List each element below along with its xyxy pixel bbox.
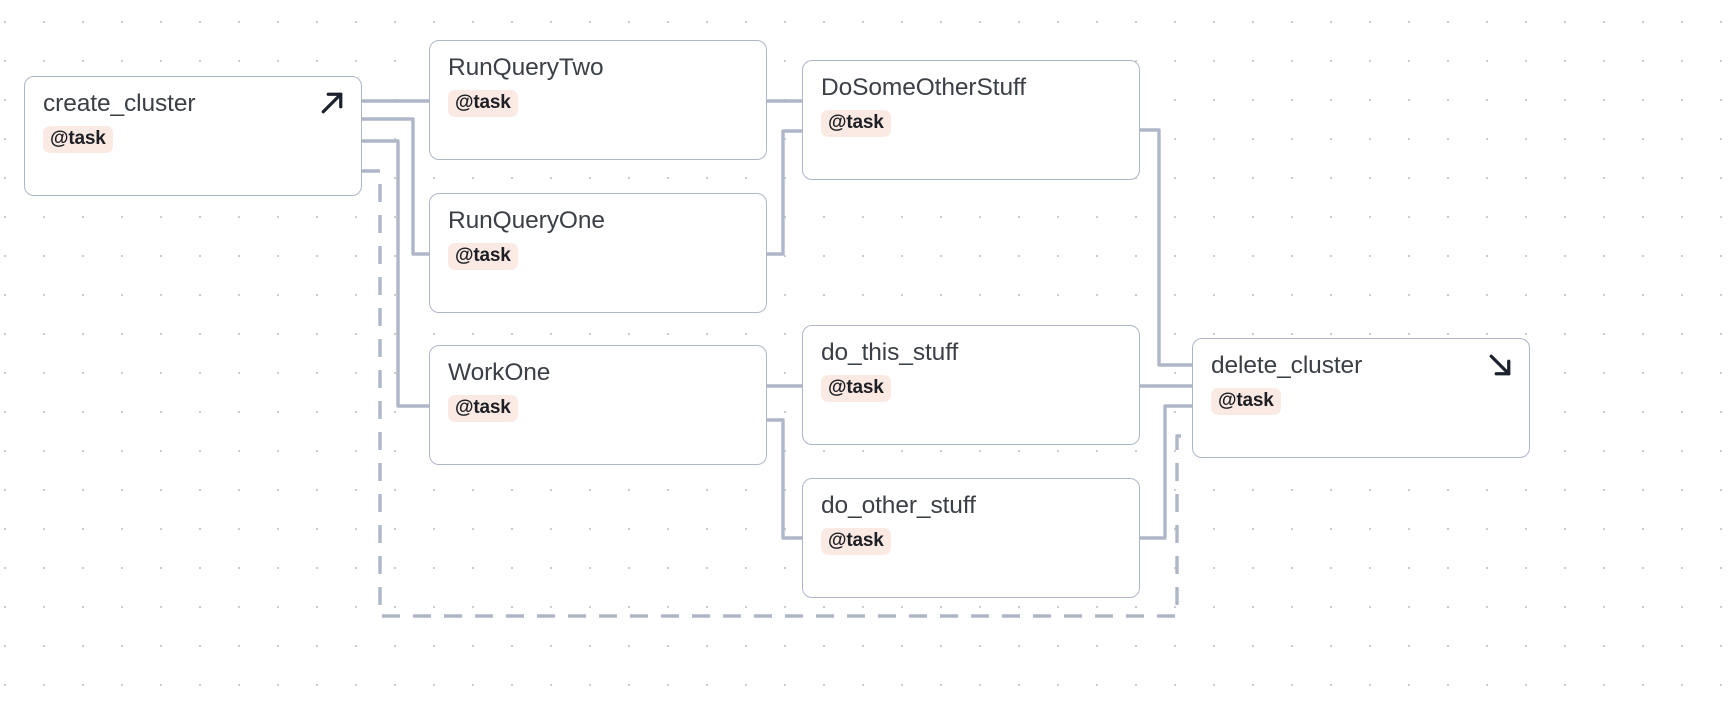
task-badge: @task: [821, 528, 891, 555]
node-badge-row: @task: [43, 126, 343, 153]
node-title: RunQueryTwo: [448, 54, 604, 81]
task-badge: @task: [43, 126, 113, 153]
edge-DoSomeOtherStuff-to-delete_cluster: [1140, 128, 1192, 367]
task-badge: @task: [821, 110, 891, 137]
node-title: do_this_stuff: [821, 339, 959, 366]
node-badge-row: @task: [448, 395, 748, 422]
task-badge: @task: [821, 375, 891, 402]
task-badge: @task: [448, 395, 518, 422]
node-badge-row: @task: [821, 375, 1121, 402]
edge-create_cluster-to-RunQueryOne: [362, 117, 429, 256]
edge-do_other_stuff-to-delete_cluster: [1140, 404, 1192, 540]
node-title: do_other_stuff: [821, 492, 976, 519]
node-runquerytwo[interactable]: RunQueryTwo @task: [429, 40, 767, 160]
task-badge: @task: [448, 243, 518, 270]
node-badge-row: @task: [821, 528, 1121, 555]
node-title: WorkOne: [448, 359, 551, 386]
node-workone[interactable]: WorkOne @task: [429, 345, 767, 465]
node-do-other-stuff[interactable]: do_other_stuff @task: [802, 478, 1140, 598]
node-create-cluster[interactable]: create_cluster @task: [24, 76, 362, 196]
task-badge: @task: [448, 90, 518, 117]
arrow-down-right-icon[interactable]: [1485, 350, 1515, 380]
node-badge-row: @task: [448, 90, 748, 117]
edge-create_cluster-to-WorkOne: [362, 139, 429, 408]
node-title: RunQueryOne: [448, 207, 605, 234]
node-badge-row: @task: [1211, 388, 1511, 415]
node-delete-cluster[interactable]: delete_cluster @task: [1192, 338, 1530, 458]
arrow-up-right-icon[interactable]: [317, 88, 347, 118]
edge-RunQueryOne-to-DoSomeOtherStuff: [767, 129, 802, 256]
node-do-this-stuff[interactable]: do_this_stuff @task: [802, 325, 1140, 445]
node-badge-row: @task: [821, 110, 1121, 137]
node-title: DoSomeOtherStuff: [821, 74, 1026, 101]
node-badge-row: @task: [448, 243, 748, 270]
node-title: delete_cluster: [1211, 352, 1363, 379]
node-runqueryone[interactable]: RunQueryOne @task: [429, 193, 767, 313]
node-dosomeotherstuff[interactable]: DoSomeOtherStuff @task: [802, 60, 1140, 180]
node-title: create_cluster: [43, 90, 196, 117]
edge-WorkOne-to-do_other_stuff: [767, 418, 802, 540]
task-badge: @task: [1211, 388, 1281, 415]
